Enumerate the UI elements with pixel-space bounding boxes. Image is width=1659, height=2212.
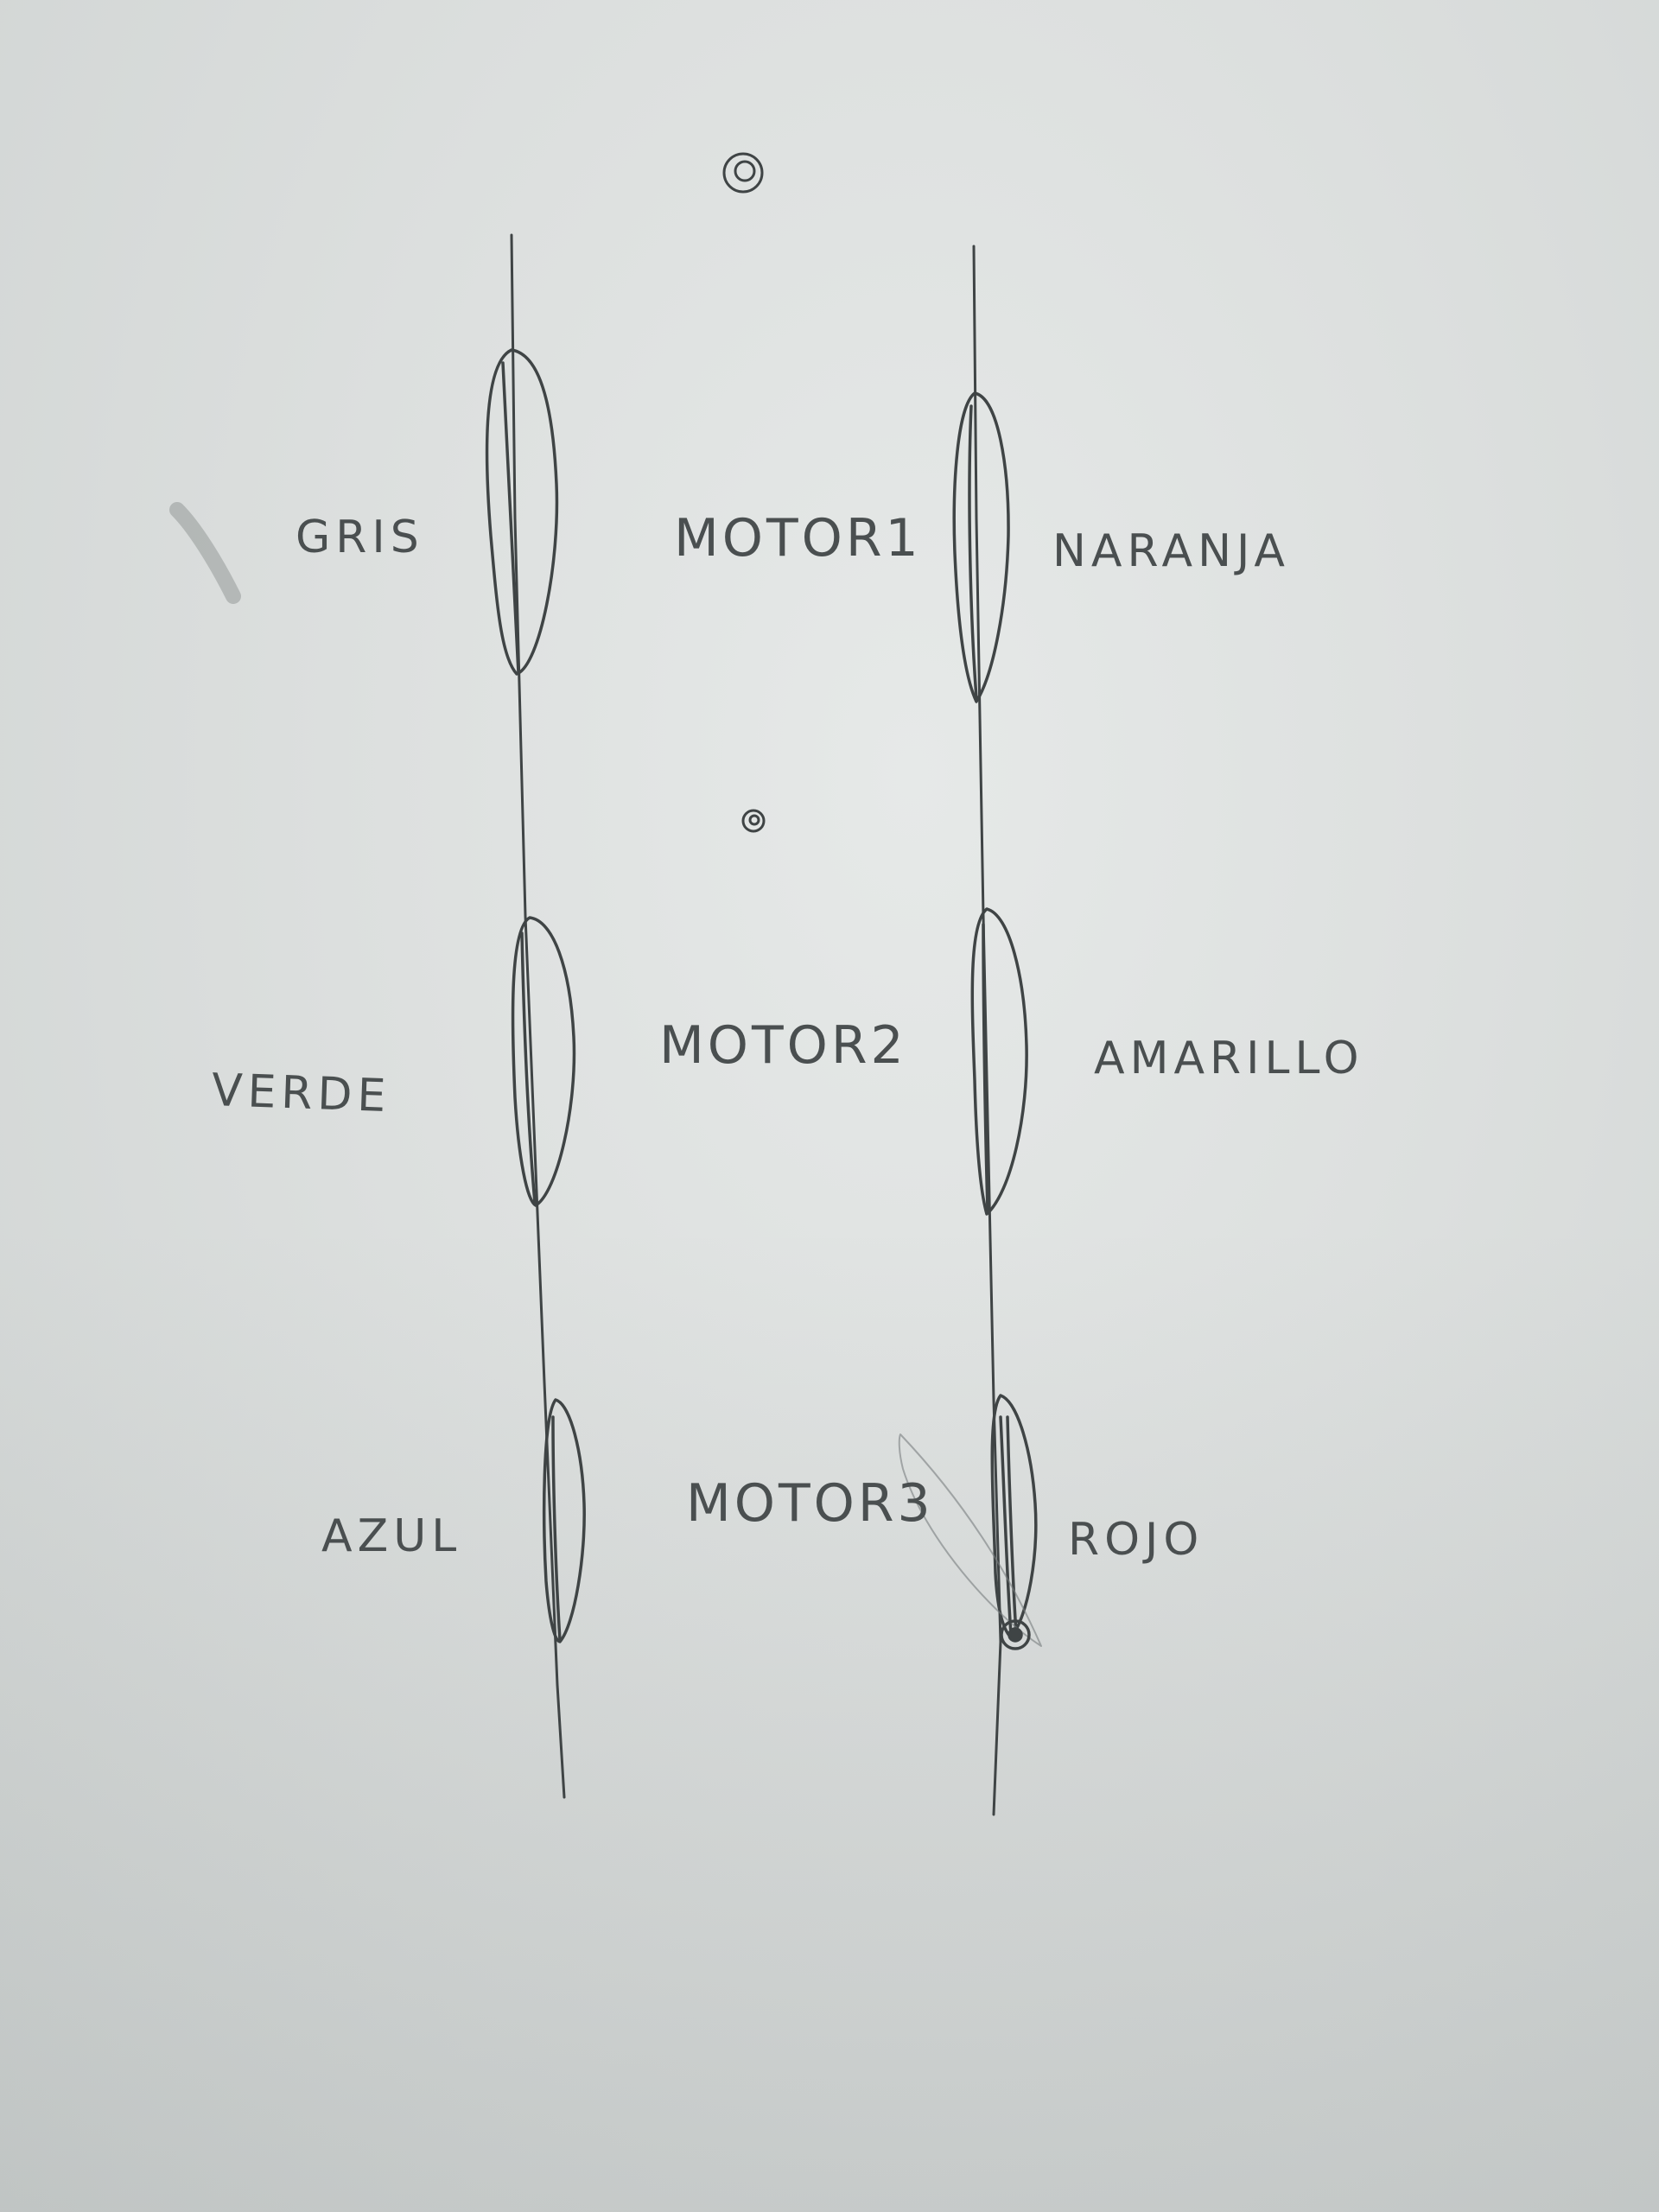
wire-label-gris: GRIS (296, 512, 424, 563)
pencil-smudge (169, 502, 241, 604)
wire-label-naranja: NARANJA (1052, 525, 1290, 577)
motor-label-3: MOTOR3 (686, 1473, 934, 1534)
wire-label-verde: VERDE (210, 1065, 392, 1123)
ground-symbol-middle (741, 809, 766, 833)
left-coil-motor1 (485, 348, 559, 676)
wire-label-amarillo: AMARILLO (1094, 1033, 1364, 1084)
left-coil-motor3 (542, 1398, 586, 1643)
ground-symbol-top (722, 152, 764, 194)
left-coil-motor2 (511, 916, 576, 1207)
left-wire (510, 233, 566, 1799)
right-coil-motor2 (970, 907, 1028, 1216)
right-coil-motor1 (952, 391, 1010, 703)
motor-label-1: MOTOR1 (674, 508, 922, 569)
right-wire (972, 245, 1002, 1816)
wire-label-rojo: ROJO (1068, 1514, 1205, 1566)
wire-label-azul: AZUL (321, 1510, 462, 1562)
motor-label-2: MOTOR2 (659, 1015, 907, 1076)
erased-loop (898, 1433, 1042, 1647)
right-coil-motor3 (990, 1394, 1038, 1639)
ground-symbol-bottom (1000, 1619, 1031, 1650)
